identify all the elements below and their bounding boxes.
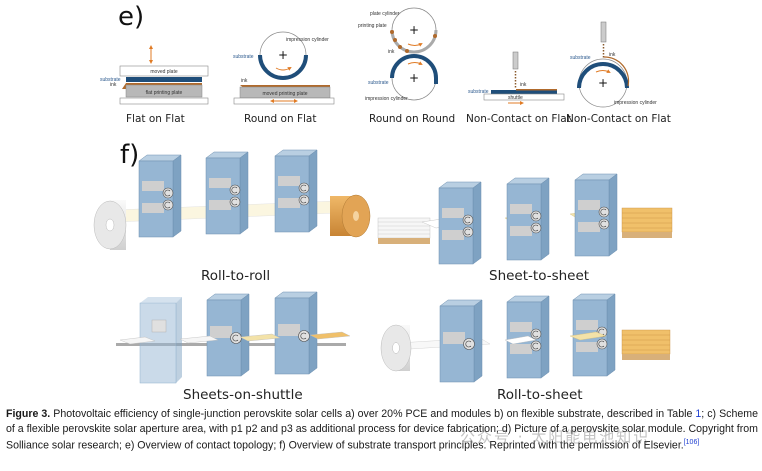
svg-text:+: + xyxy=(409,71,419,85)
panel-e-label: e) xyxy=(118,2,145,32)
diagram-round-on-flat: + xyxy=(233,31,335,105)
label-moved-printing-plate: moved printing plate xyxy=(262,91,307,97)
title-sheet-to-sheet: Sheet-to-sheet xyxy=(489,268,590,284)
label-substrate: substrate xyxy=(100,77,121,83)
title-non-contact-flat: Non-Contact on Flat xyxy=(466,113,571,125)
label-impression-cylinder: impression cylinder xyxy=(286,37,329,43)
label-ink: ink xyxy=(388,49,395,55)
diagram-non-contact-flat xyxy=(483,51,565,105)
diagram-sheet-to-sheet xyxy=(377,173,673,265)
label-impression-cylinder: impression cylinder xyxy=(614,100,657,106)
label-ink: ink xyxy=(609,52,616,58)
svg-text:+: + xyxy=(409,23,419,37)
svg-text:+: + xyxy=(278,48,288,62)
figure-label: Figure 3. xyxy=(6,408,51,420)
diagram-round-on-round: + + xyxy=(390,7,438,101)
label-printing-plate: printing plate xyxy=(358,23,387,29)
figure-artwork: + + + + moved plate sub xyxy=(93,7,673,384)
label-substrate: substrate xyxy=(468,89,489,95)
diagram-flat-on-flat xyxy=(119,45,209,105)
label-moved-plate: moved plate xyxy=(150,69,177,75)
caption-text-2: ; c) Scheme of a flexible perovskite sol… xyxy=(6,408,758,452)
label-substrate: substrate xyxy=(368,80,389,86)
svg-text:+: + xyxy=(598,76,608,90)
diagram-non-contact-round: + xyxy=(577,21,630,108)
panel-f-label: f) xyxy=(120,140,140,170)
citation-link[interactable]: [106] xyxy=(683,439,700,447)
caption-text-1: Photovoltaic efficiency of single-juncti… xyxy=(50,408,696,420)
title-flat-on-flat: Flat on Flat xyxy=(126,113,185,125)
label-impression-cylinder: impression cylinder xyxy=(365,96,408,102)
label-substrate: substrate xyxy=(233,54,254,60)
figure-caption: Figure 3. Photovoltaic efficiency of sin… xyxy=(6,407,758,453)
diagram-sheets-on-shuttle xyxy=(116,291,351,384)
table-ref-link[interactable]: 1 xyxy=(695,408,702,420)
label-ink: ink xyxy=(241,78,248,84)
label-shuttle: shuttle xyxy=(508,95,523,101)
title-roll-to-sheet: Roll-to-sheet xyxy=(497,387,583,403)
diagram-roll-to-sheet xyxy=(380,293,671,383)
title-round-on-round: Round on Round xyxy=(369,113,456,125)
diagram-roll-to-roll xyxy=(93,149,371,250)
title-round-on-flat: Round on Flat xyxy=(244,113,317,125)
label-flat-printing-plate: flat printing plate xyxy=(146,90,183,96)
label-ink: ink xyxy=(110,82,117,88)
label-ink: ink xyxy=(520,82,527,88)
label-plate-cylinder: plate cylinder xyxy=(370,11,400,17)
title-roll-to-roll: Roll-to-roll xyxy=(201,268,271,284)
title-sheets-on-shuttle: Sheets-on-shuttle xyxy=(183,387,303,403)
watermark: 公众号 · 太阳能电池知识 xyxy=(460,428,651,446)
label-substrate: substrate xyxy=(570,55,591,61)
title-non-contact-round: Non-Contact on Flat xyxy=(566,113,671,125)
panel-e-sublabels: moved plate substrate ink flat printing … xyxy=(100,11,657,106)
